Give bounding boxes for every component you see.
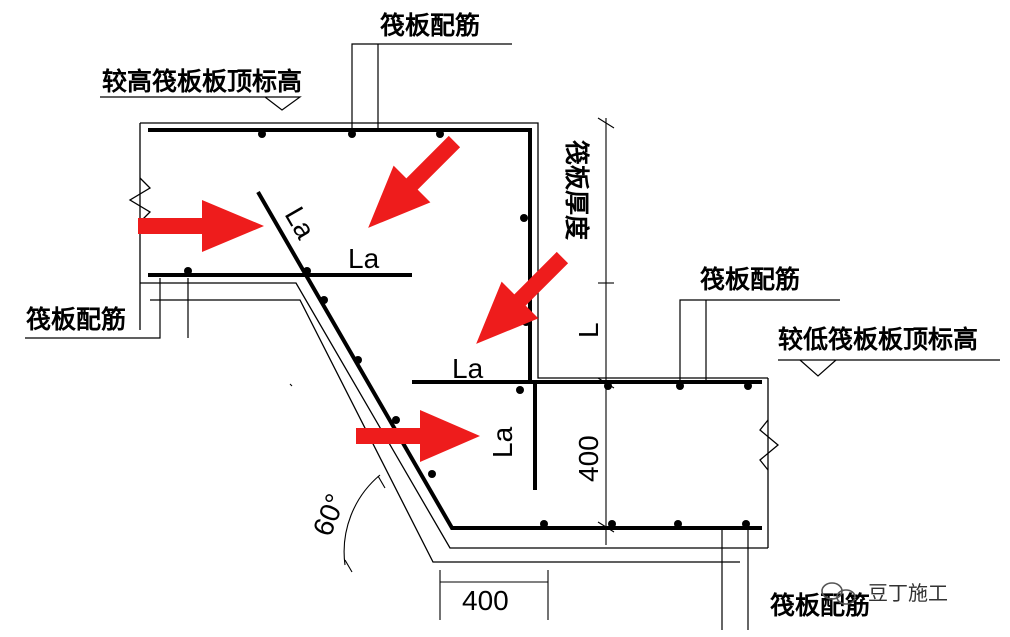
rebar-dots xyxy=(184,130,752,528)
lower-elevation-label: 较低筏板板顶标高 xyxy=(778,325,978,354)
depth-400-label: 400 xyxy=(573,435,604,482)
la-label-vertical: La xyxy=(487,426,518,458)
higher-elevation-label: 较高筏板板顶标高 xyxy=(102,67,302,96)
width-400-label: 400 xyxy=(462,585,509,616)
arrow-left-upper xyxy=(138,200,264,252)
left-rebar-label: 筏板配筋 xyxy=(26,305,126,334)
concrete-outline xyxy=(128,122,780,563)
angle-label: 60° xyxy=(307,489,352,540)
red-arrows xyxy=(138,135,569,462)
watermark-text: 豆丁施工 xyxy=(868,581,948,605)
arrow-left-lower xyxy=(356,410,480,462)
arrow-diag-upper xyxy=(368,135,461,228)
rebar-lines xyxy=(148,128,762,530)
la-label-middle: La xyxy=(452,353,484,384)
l-dimension-label: L xyxy=(573,322,604,338)
arrow-diag-lower xyxy=(476,251,569,344)
right-rebar-label: 筏板配筋 xyxy=(700,265,800,294)
leader-lines xyxy=(25,43,1000,630)
thickness-label: 筏板厚度 xyxy=(562,140,591,240)
bottom-rebar-label: 筏板配筋 xyxy=(770,591,870,620)
la-label-upper: La xyxy=(348,243,380,274)
dimension-lines xyxy=(289,117,615,620)
wechat-icon xyxy=(821,582,856,605)
top-rebar-label: 筏板配筋 xyxy=(380,11,480,40)
